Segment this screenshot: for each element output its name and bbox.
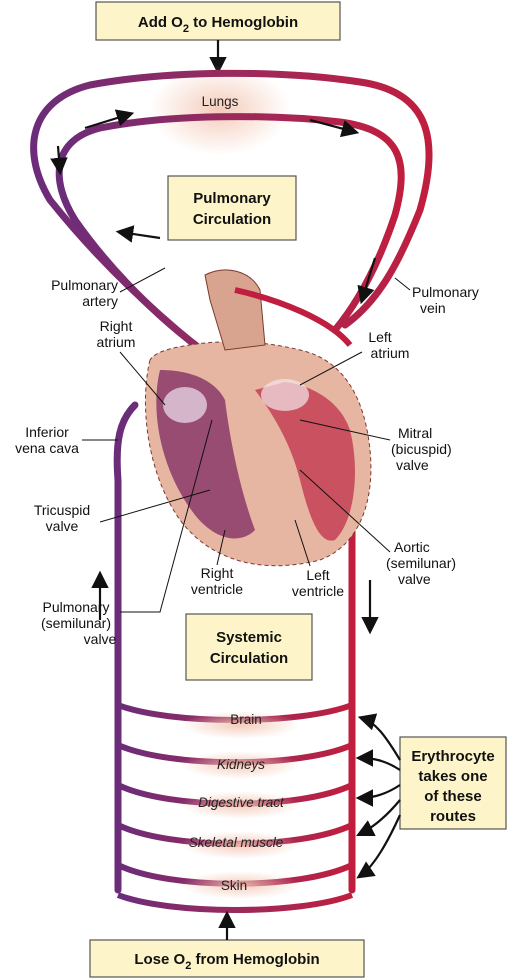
label-lungs: Lungs <box>202 94 239 109</box>
organ-digestive-tract: Digestive tract <box>198 795 285 810</box>
label-pulmonary-vein-2: vein <box>420 300 446 316</box>
label-pulmonary-valve-1: Pulmonary <box>43 599 110 615</box>
label-inferior-vena-cava-2: vena cava <box>15 440 79 456</box>
svg-text:Pulmonary: Pulmonary <box>193 190 271 207</box>
label-left-atrium-1: Left <box>368 329 391 345</box>
label-mitral-1: Mitral <box>398 425 432 441</box>
organ-glows <box>180 711 300 899</box>
pulmonary-circulation-box: Pulmonary Circulation <box>167 175 297 241</box>
organ-skin: Skin <box>221 878 247 893</box>
label-pulmonary-valve-2: (semilunar) <box>41 615 111 631</box>
organ-skeletal-muscle: Skeletal muscle <box>189 835 284 850</box>
label-pulmonary-valve-3: valve <box>84 631 117 647</box>
erythrocyte-box: Erythrocyte takes one of these routes <box>399 736 507 830</box>
label-pulmonary-artery-1: Pulmonary <box>51 277 118 293</box>
svg-text:of these: of these <box>424 788 482 805</box>
flow-arrows <box>50 109 379 635</box>
systemic-circulation-box: Systemic Circulation <box>185 613 313 681</box>
lose-o2-box: Lose O2 from Hemoglobin <box>89 939 365 978</box>
label-pulmonary-vein-1: Pulmonary <box>412 284 479 300</box>
organ-brain: Brain <box>230 712 262 727</box>
svg-text:takes one: takes one <box>418 768 487 785</box>
svg-text:Circulation: Circulation <box>193 211 271 228</box>
svg-text:Lose O2 from Hemoglobin: Lose O2 from Hemoglobin <box>134 951 319 972</box>
labels: Lungs Pulmonary artery Pulmonary vein Ri… <box>15 94 479 647</box>
label-left-atrium-2: atrium <box>371 345 410 361</box>
organ-labels: Brain Kidneys Digestive tract Skeletal m… <box>189 712 285 893</box>
label-mitral-2: (bicuspid) <box>391 441 452 457</box>
label-right-atrium-1: Right <box>100 318 133 334</box>
label-pulmonary-artery-2: artery <box>82 293 118 309</box>
label-aortic-1: Aortic <box>394 539 430 555</box>
svg-text:Add O2 to Hemoglobin: Add O2 to Hemoglobin <box>138 14 298 35</box>
lungs-glow <box>150 65 290 155</box>
label-right-ventricle-1: Right <box>201 565 234 581</box>
label-aortic-3: valve <box>398 571 431 587</box>
add-o2-box: Add O2 to Hemoglobin <box>95 1 341 41</box>
label-tricuspid-2: valve <box>46 518 79 534</box>
organ-kidneys: Kidneys <box>217 757 265 772</box>
route-arrows <box>355 713 402 879</box>
label-right-atrium-2: atrium <box>97 334 136 350</box>
label-mitral-3: valve <box>396 457 429 473</box>
label-inferior-vena-cava-1: Inferior <box>25 424 69 440</box>
heart <box>144 269 372 567</box>
pulmonary-loop <box>30 69 433 356</box>
svg-text:Erythrocyte: Erythrocyte <box>411 748 494 765</box>
label-right-ventricle-2: ventricle <box>191 581 243 597</box>
label-aortic-2: (semilunar) <box>386 555 456 571</box>
label-left-ventricle-2: ventricle <box>292 583 344 599</box>
label-left-ventricle-1: Left <box>306 567 329 583</box>
svg-text:Systemic: Systemic <box>216 629 282 646</box>
label-tricuspid-1: Tricuspid <box>34 502 90 518</box>
svg-text:routes: routes <box>430 808 476 825</box>
svg-text:Circulation: Circulation <box>210 650 288 667</box>
